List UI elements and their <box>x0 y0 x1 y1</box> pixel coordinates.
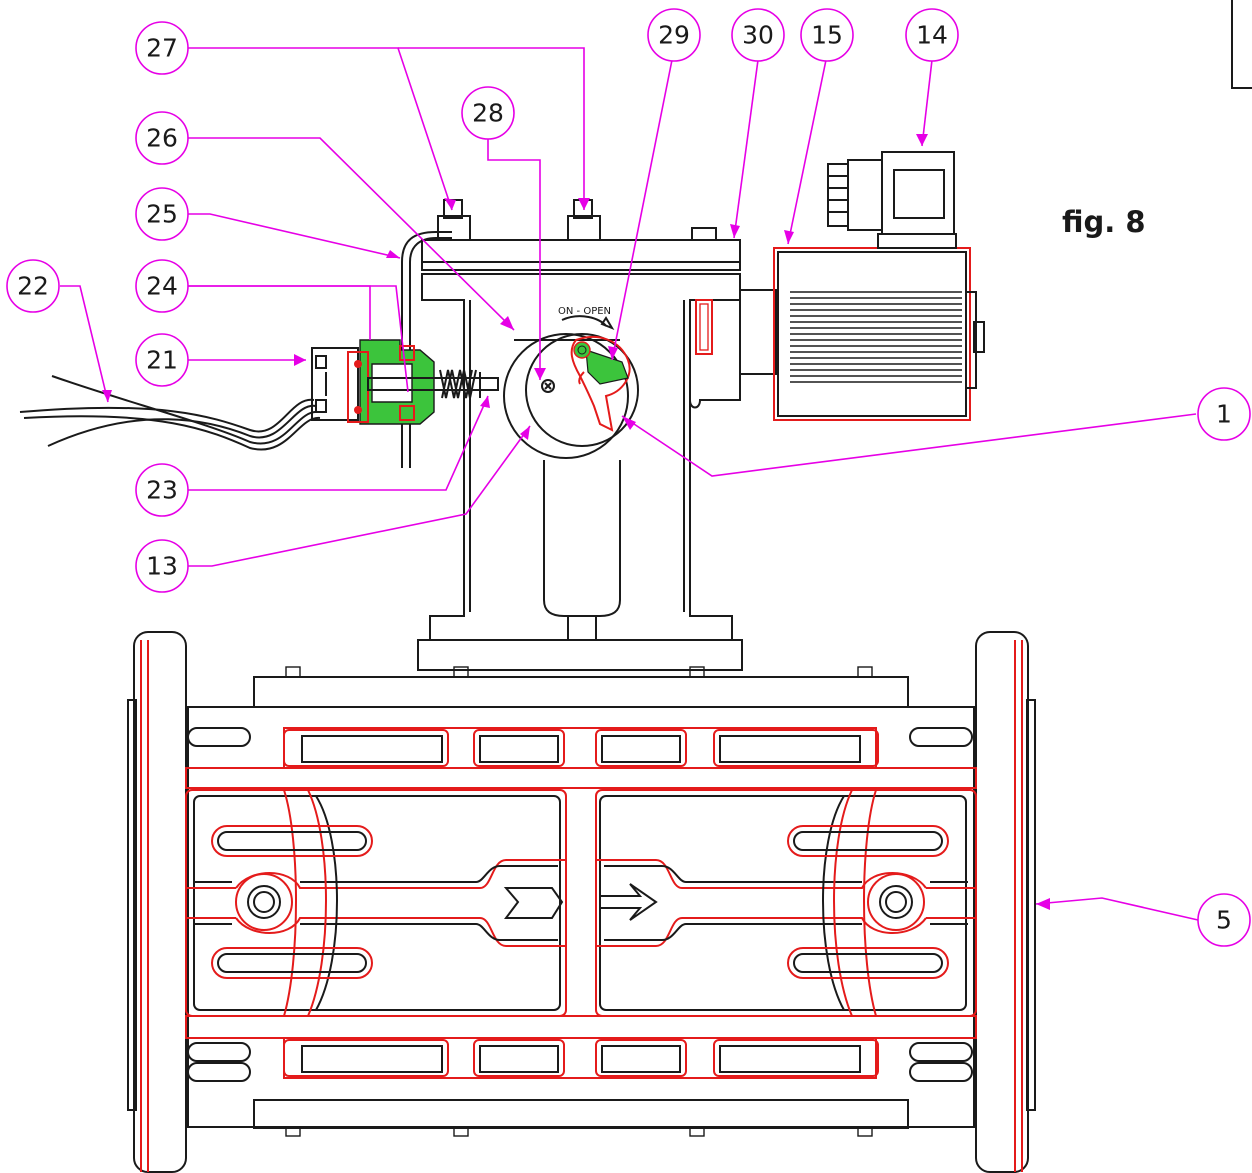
figure-label: fig. 8 <box>1062 205 1146 239</box>
svg-text:29: 29 <box>658 21 690 50</box>
callout-13: 13 <box>135 539 189 593</box>
callout-27: 27 <box>135 21 189 75</box>
svg-text:25: 25 <box>146 200 178 229</box>
callout-25: 25 <box>135 187 189 241</box>
callout-22: 22 <box>6 259 60 313</box>
svg-text:15: 15 <box>811 21 843 50</box>
svg-text:27: 27 <box>146 34 178 63</box>
limit-switch-assembly <box>19 339 499 451</box>
callout-14: 14 <box>905 8 959 62</box>
solenoid-motor <box>773 151 985 421</box>
valve-body <box>127 631 1036 1173</box>
svg-text:21: 21 <box>146 346 178 375</box>
svg-text:1: 1 <box>1216 400 1232 429</box>
actuator-housing <box>401 199 777 671</box>
callout-23: 23 <box>135 463 189 517</box>
cooling-fins <box>790 291 962 383</box>
svg-text:5: 5 <box>1216 906 1232 935</box>
callout-5: 5 <box>1197 893 1251 947</box>
svg-text:28: 28 <box>472 99 504 128</box>
callout-15: 15 <box>800 8 854 62</box>
frame-corner <box>1231 0 1252 89</box>
callout-29: 29 <box>647 8 701 62</box>
svg-text:30: 30 <box>742 21 774 50</box>
svg-text:22: 22 <box>17 272 49 301</box>
callout-26: 26 <box>135 111 189 165</box>
seal-insert <box>585 349 629 385</box>
callout-28: 28 <box>461 86 515 140</box>
svg-text:23: 23 <box>146 476 178 505</box>
callout-30: 30 <box>731 8 785 62</box>
position-dial: ON - OPEN <box>503 306 639 459</box>
callout-1: 1 <box>1197 387 1251 441</box>
svg-text:13: 13 <box>146 552 178 581</box>
svg-text:24: 24 <box>146 272 178 301</box>
callout-21: 21 <box>135 333 189 387</box>
leader-lines <box>60 47 1199 921</box>
svg-text:26: 26 <box>146 124 178 153</box>
svg-text:14: 14 <box>916 21 948 50</box>
dial-label: ON - OPEN <box>558 306 611 317</box>
callout-24: 24 <box>135 259 189 313</box>
